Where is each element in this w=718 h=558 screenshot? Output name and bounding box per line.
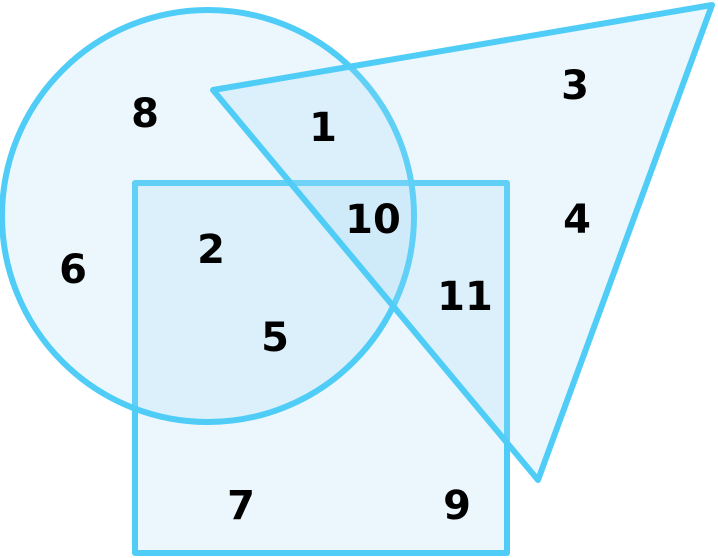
region-label-3: 3 bbox=[561, 63, 589, 109]
region-label-10: 10 bbox=[345, 197, 401, 243]
region-label-4: 4 bbox=[563, 197, 591, 243]
region-label-6: 6 bbox=[59, 247, 87, 293]
region-label-11: 11 bbox=[437, 274, 493, 320]
region-label-2: 2 bbox=[197, 227, 225, 273]
circle-shape bbox=[0, 7, 417, 425]
triangle-shape bbox=[210, 2, 715, 483]
region-label-7: 7 bbox=[227, 483, 255, 529]
region-label-5: 5 bbox=[261, 315, 289, 361]
region-label-8: 8 bbox=[131, 91, 159, 137]
region-label-1: 1 bbox=[309, 105, 337, 151]
region-label-9: 9 bbox=[443, 483, 471, 529]
